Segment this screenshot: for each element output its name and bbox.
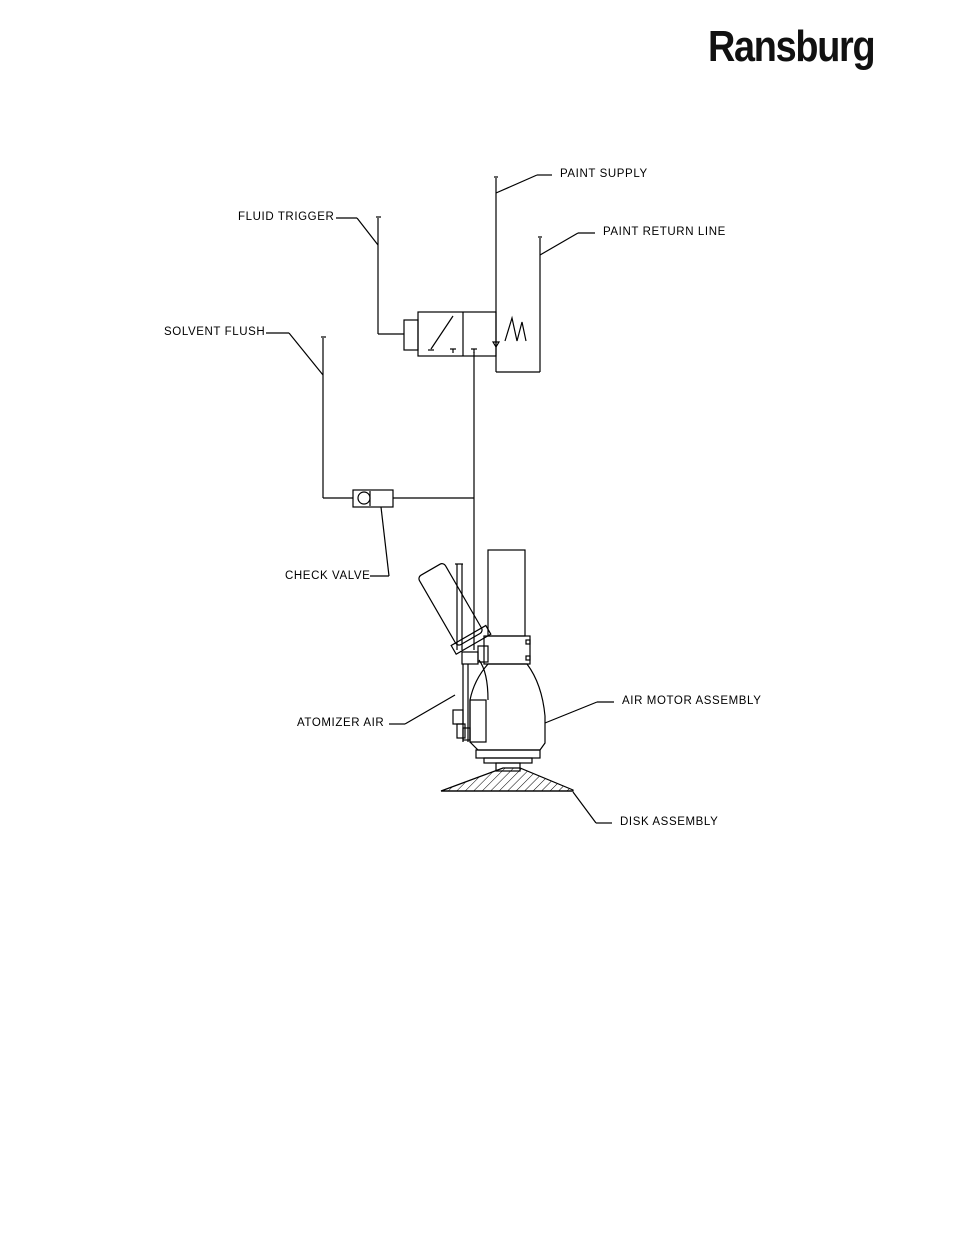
trigger-valve-symbol (404, 312, 526, 356)
label-paint-supply: PAINT SUPPLY (560, 168, 648, 180)
check-valve-symbol (353, 490, 393, 576)
solvent-flush-line (266, 333, 353, 498)
label-atomizer-air: ATOMIZER AIR (297, 717, 384, 729)
label-check-valve: CHECK VALVE (285, 570, 370, 582)
label-air-motor-assembly: AIR MOTOR ASSEMBLY (622, 695, 761, 707)
label-disk-assembly: DISK ASSEMBLY (620, 816, 718, 828)
fluid-trigger-line (336, 217, 404, 334)
leader-disk-assembly (573, 792, 612, 823)
atomizer-drawing (413, 550, 545, 771)
label-solvent-flush: SOLVENT FLUSH (164, 326, 265, 338)
label-paint-return-line: PAINT RETURN LINE (603, 226, 726, 238)
paint-return-line (496, 233, 595, 372)
leader-atomizer-air (389, 695, 455, 724)
paint-supply-line (494, 175, 552, 372)
label-fluid-trigger: FLUID TRIGGER (238, 211, 334, 223)
disk-assembly-drawing (441, 768, 573, 791)
leader-air-motor-assembly (545, 702, 614, 723)
